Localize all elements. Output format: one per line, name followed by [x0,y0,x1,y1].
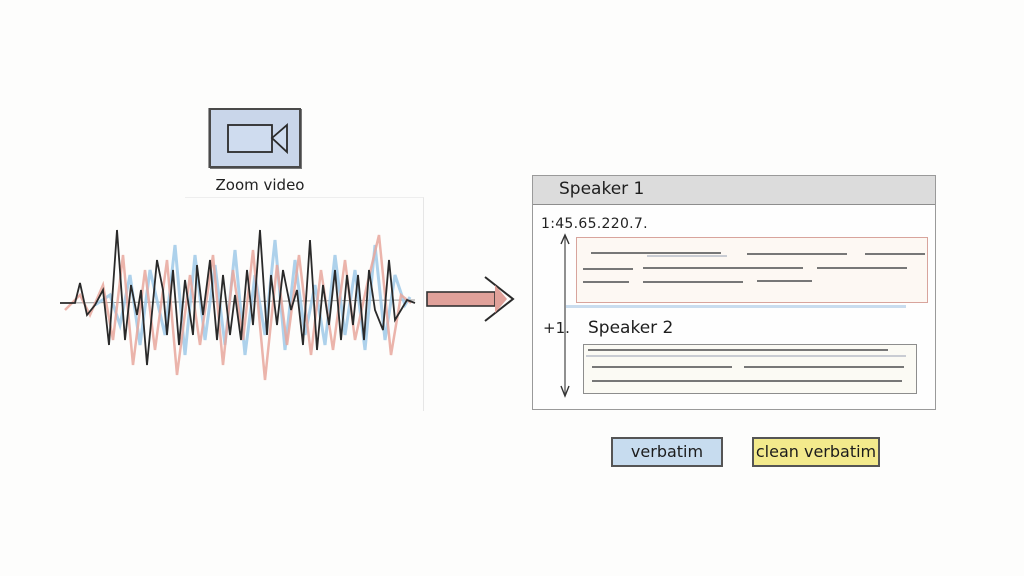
speaker-1-segment-highlight [566,305,906,308]
audio-waveform-icon [59,229,515,381]
zoom-video-label: Zoom video [215,176,305,194]
timeline-arrow-icon [560,233,570,398]
speaker-2-marker: +1. [543,319,570,337]
waveform-frame [185,197,424,411]
speaker-2-label: Speaker 2 [588,318,674,338]
transcript-header: Speaker 1 [533,176,935,205]
speaker-1-transcript-segment[interactable] [576,237,928,303]
speaker-1-label: Speaker 1 [559,179,645,199]
zoom-video-box [209,108,301,168]
verbatim-button[interactable]: verbatim [611,437,723,467]
timestamp: 1:45.65.220.7. [541,216,648,232]
right-arrow-icon [426,276,515,322]
speaker-2-transcript-segment[interactable] [583,344,917,394]
video-camera-icon [227,123,288,155]
clean-verbatim-button[interactable]: clean verbatim [752,437,880,467]
